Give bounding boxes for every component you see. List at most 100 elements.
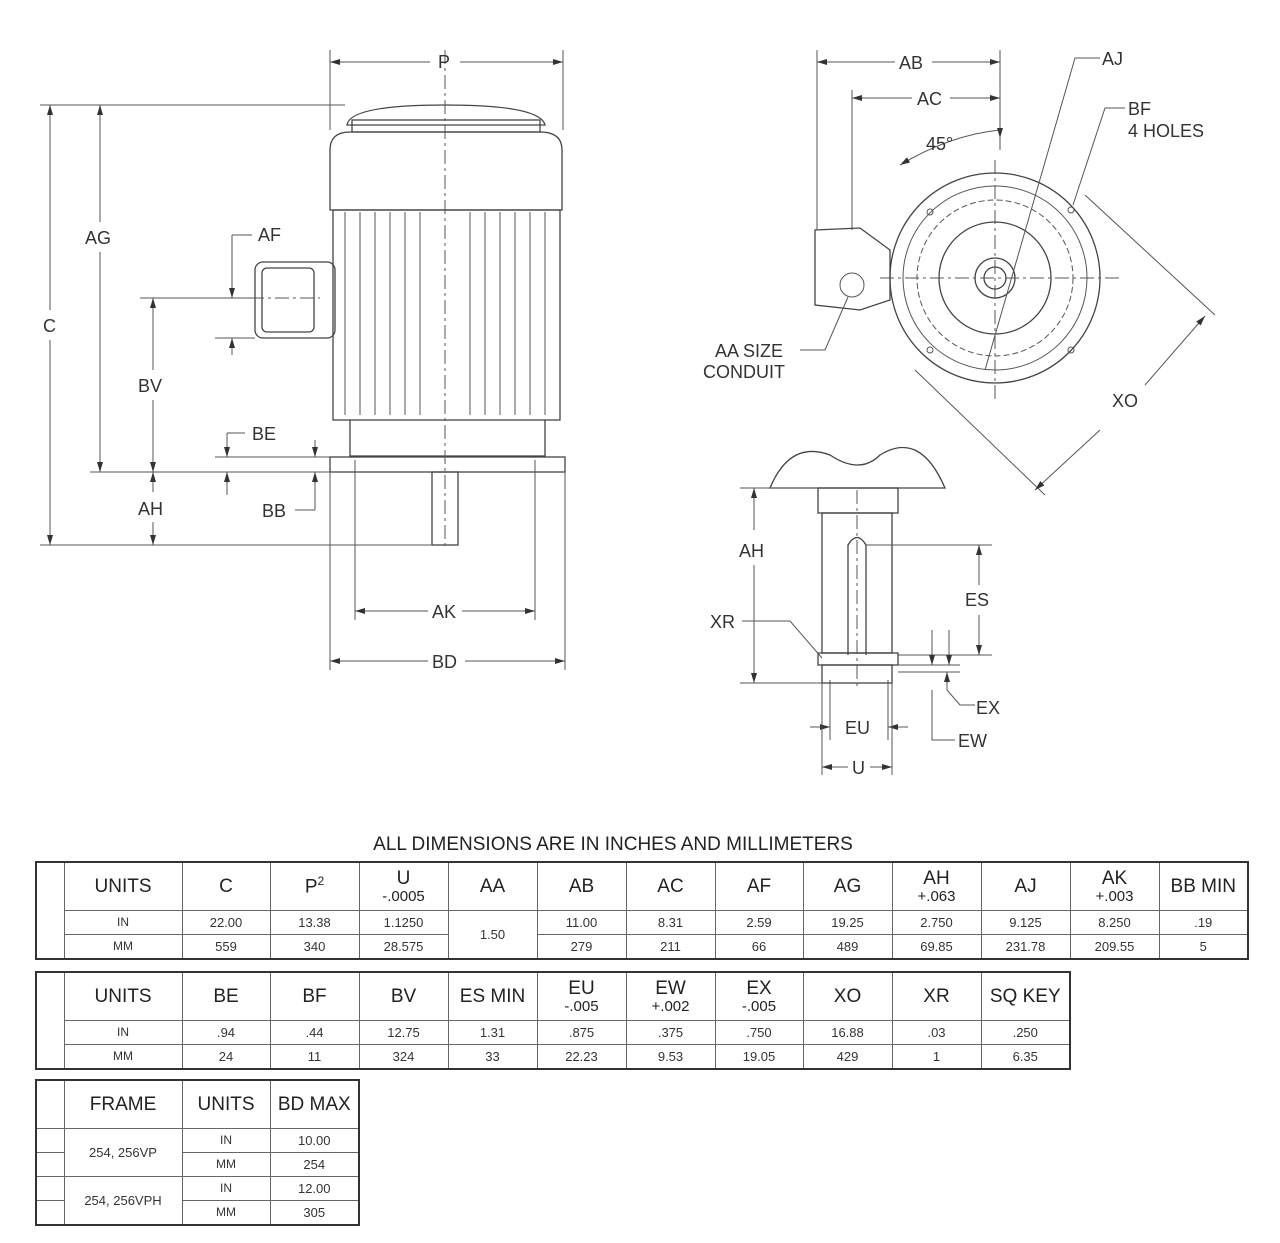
column-header: SQ KEY bbox=[980, 971, 1071, 1021]
table-cell: 69.85 bbox=[891, 934, 982, 960]
column-header-label: AB bbox=[568, 875, 595, 897]
column-header-label: BE bbox=[213, 985, 239, 1007]
table-cell: .250 bbox=[980, 1020, 1071, 1045]
column-header-label: UNITS bbox=[94, 875, 152, 897]
end-view: AB AC 45° AJ BF 4 HOLES AA SIZE CONDUIT … bbox=[703, 49, 1216, 496]
dim-P: P bbox=[438, 52, 450, 72]
dim-BD: BD bbox=[432, 652, 457, 672]
table-cell: .875 bbox=[536, 1020, 627, 1045]
column-header: P2 bbox=[269, 861, 360, 911]
shaft-dim-AH: AH bbox=[739, 541, 764, 561]
column-header-label: BB MIN bbox=[1170, 875, 1236, 897]
dim-AK: AK bbox=[432, 602, 456, 622]
column-header: UNITS bbox=[181, 1079, 271, 1129]
units-cell: MM bbox=[181, 1152, 271, 1177]
column-header-label: BV bbox=[390, 985, 417, 1007]
table-cell: 9.125 bbox=[980, 910, 1071, 935]
dim-AB: AB bbox=[899, 53, 923, 73]
column-header: XR bbox=[891, 971, 982, 1021]
row-marker bbox=[35, 1176, 65, 1201]
dim-BB: BB bbox=[262, 501, 286, 521]
table-cell: 211 bbox=[625, 934, 716, 960]
column-header: BF bbox=[269, 971, 360, 1021]
row-marker bbox=[35, 1152, 65, 1177]
dim-AJ: AJ bbox=[1102, 49, 1123, 69]
dim-BF-holes: 4 HOLES bbox=[1128, 121, 1204, 141]
column-header-label: AH bbox=[923, 867, 950, 889]
table-cell: 209.55 bbox=[1069, 934, 1160, 960]
column-header: EX-.005 bbox=[714, 971, 804, 1021]
table-cell: 324 bbox=[358, 1044, 449, 1070]
table-cell: 10.00 bbox=[269, 1128, 360, 1153]
column-header-tolerance: -.005 bbox=[564, 997, 599, 1015]
dim-BE: BE bbox=[252, 424, 276, 444]
column-header: AG bbox=[802, 861, 893, 911]
dim-AC: AC bbox=[917, 89, 942, 109]
shaft-detail: AH ES XR EX EU EW U bbox=[710, 446, 1000, 778]
dim-XO: XO bbox=[1112, 391, 1138, 411]
table-cell: 231.78 bbox=[980, 934, 1071, 960]
table-cell: 12.00 bbox=[269, 1176, 360, 1201]
table-cell: 11.00 bbox=[536, 910, 627, 935]
dim-AG: AG bbox=[85, 228, 111, 248]
row-marker bbox=[35, 1200, 65, 1226]
table-cell: 19.25 bbox=[802, 910, 893, 935]
table-cell: 1.31 bbox=[447, 1020, 538, 1045]
column-header-tolerance: +.003 bbox=[1095, 887, 1134, 905]
dim-BV: BV bbox=[138, 376, 162, 396]
frame-cell: 254, 256VPH bbox=[63, 1176, 183, 1226]
table-cell: 489 bbox=[802, 934, 893, 960]
row-marker bbox=[35, 1128, 65, 1153]
column-header-label: UNITS bbox=[94, 985, 152, 1007]
table-cell: 1 bbox=[891, 1044, 982, 1070]
column-header-label: C bbox=[219, 875, 233, 897]
column-header-tolerance: -.0005 bbox=[382, 887, 425, 905]
column-header: U-.0005 bbox=[358, 861, 449, 911]
column-header-tolerance: +.063 bbox=[917, 887, 956, 905]
units-cell: IN bbox=[181, 1128, 271, 1153]
units-cell: MM bbox=[181, 1200, 271, 1226]
dim-AA-size: AA SIZE bbox=[715, 341, 783, 361]
table-cell: .19 bbox=[1158, 910, 1249, 935]
column-header-label: AA bbox=[479, 875, 506, 897]
column-header: BB MIN bbox=[1158, 861, 1249, 911]
table-cell: 429 bbox=[802, 1044, 893, 1070]
column-header-label: AC bbox=[657, 875, 684, 897]
row-marker bbox=[35, 1079, 65, 1129]
column-header: AK+.003 bbox=[1069, 861, 1160, 911]
column-header: AC bbox=[625, 861, 716, 911]
shaft-dim-EW: EW bbox=[958, 731, 987, 751]
shaft-dim-EU: EU bbox=[845, 718, 870, 738]
column-header: EW+.002 bbox=[625, 971, 716, 1021]
column-header-label: EX bbox=[746, 977, 772, 999]
table-cell: 254 bbox=[269, 1152, 360, 1177]
column-header: FRAME bbox=[63, 1079, 183, 1129]
row-marker bbox=[35, 861, 65, 960]
dimensions-title: ALL DIMENSIONS ARE IN INCHES AND MILLIME… bbox=[373, 834, 853, 855]
table-cell: 305 bbox=[269, 1200, 360, 1226]
table-cell: 12.75 bbox=[358, 1020, 449, 1045]
column-header: UNITS bbox=[63, 861, 183, 911]
column-header: BD MAX bbox=[269, 1079, 360, 1129]
dimension-drawing: P C AG BV AH AF BE BB AK BD bbox=[40, 49, 1216, 778]
column-header: EU-.005 bbox=[536, 971, 627, 1021]
row-marker bbox=[35, 971, 65, 1070]
column-header: BV bbox=[358, 971, 449, 1021]
column-header: XO bbox=[802, 971, 893, 1021]
table-cell: 9.53 bbox=[625, 1044, 716, 1070]
column-header-label: AJ bbox=[1014, 875, 1037, 897]
units-cell: IN bbox=[63, 910, 183, 935]
column-header: AF bbox=[714, 861, 804, 911]
column-header-tolerance: +.002 bbox=[651, 997, 690, 1015]
column-header: C bbox=[181, 861, 271, 911]
column-header: AJ bbox=[980, 861, 1071, 911]
dim-AH: AH bbox=[138, 499, 163, 519]
